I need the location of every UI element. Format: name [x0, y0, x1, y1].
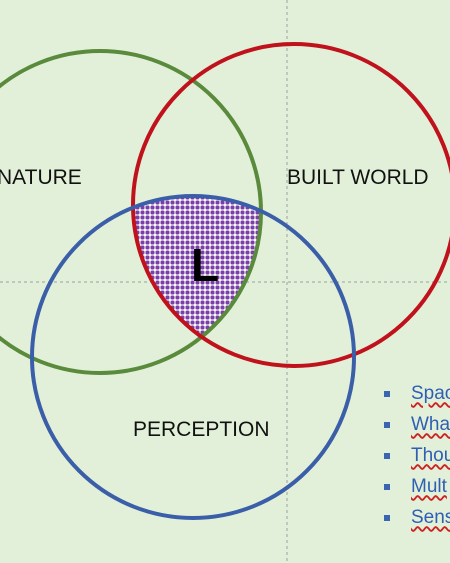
bullet-link[interactable]: Mult: [411, 475, 447, 497]
bullet-link[interactable]: Spac: [411, 382, 450, 404]
perception-label: PERCEPTION: [133, 418, 270, 441]
square-bullet-icon: [384, 514, 390, 521]
bullet-link[interactable]: Sens: [411, 506, 450, 528]
list-item: Wha: [381, 409, 450, 440]
square-bullet-icon: [384, 483, 390, 490]
list-item: Thou: [381, 440, 450, 471]
square-bullet-icon: [384, 452, 390, 459]
nature-label: NATURE: [0, 166, 82, 189]
intersection-letter: L: [191, 239, 220, 291]
list-item: Sens: [381, 502, 450, 533]
bullet-list: Spac Wha Thou Mult Sens: [381, 378, 450, 533]
bullet-link[interactable]: Wha: [411, 413, 450, 435]
built-world-label: BUILT WORLD: [287, 166, 429, 189]
perception-circle: [30, 194, 356, 520]
bullet-link[interactable]: Thou: [411, 444, 450, 466]
built-world-circle: [131, 42, 450, 368]
list-item: Spac: [381, 378, 450, 409]
square-bullet-icon: [384, 421, 390, 428]
list-item: Mult: [381, 471, 450, 502]
square-bullet-icon: [384, 390, 390, 397]
